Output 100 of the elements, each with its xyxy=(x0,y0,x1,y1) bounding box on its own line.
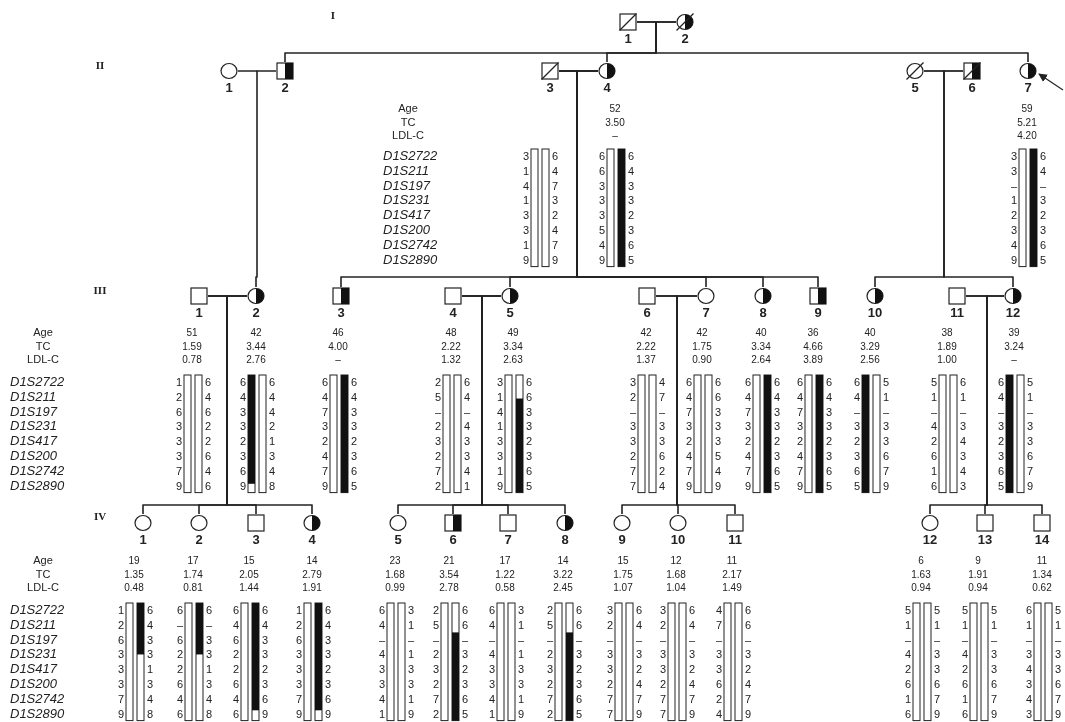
individual-number: 9 xyxy=(618,533,626,547)
allele-number: 3 xyxy=(488,678,495,690)
row-header: TC xyxy=(35,339,51,352)
descent-line xyxy=(481,295,566,515)
allele-number: 4 xyxy=(488,618,495,631)
allele-number: 4 xyxy=(269,464,276,477)
allele-number: 4 xyxy=(904,648,911,661)
allele-number: 4 xyxy=(321,390,328,403)
allele-number: 3 xyxy=(960,479,967,492)
marker-name: D1S200 xyxy=(10,677,57,691)
allele-number: 3 xyxy=(408,604,415,616)
allele-number: 2 xyxy=(552,209,559,222)
marker-name: D1S2722 xyxy=(10,375,65,389)
allele-number: 3 xyxy=(826,420,833,433)
phenotype-value: 42 xyxy=(250,327,262,339)
allele-number: 4 xyxy=(488,648,495,661)
phenotype-value: 9 xyxy=(975,555,981,567)
phenotype-value: 4.20 xyxy=(1017,130,1037,142)
allele-number: 3 xyxy=(883,420,890,433)
allele-number: 7 xyxy=(546,692,553,705)
phenotype-value: – xyxy=(335,354,341,366)
individual-number: 11 xyxy=(728,533,742,547)
allele-number: 3 xyxy=(606,604,613,616)
allele-number: 6 xyxy=(232,707,239,720)
allele-number: 2 xyxy=(321,435,328,448)
individual-number: 1 xyxy=(139,533,147,547)
allele-number: 2 xyxy=(689,663,696,676)
individual-number: 5 xyxy=(506,306,514,320)
allele-number: 3 xyxy=(934,663,941,676)
allele-number: 6 xyxy=(206,604,213,616)
allele-number: 2 xyxy=(744,435,751,448)
allele-number: 2 xyxy=(175,390,182,403)
allele-number: 3 xyxy=(960,420,967,433)
allele-number: 7 xyxy=(991,692,998,705)
allele-number: 6 xyxy=(239,464,246,477)
phenotype-value: 3.24 xyxy=(1004,340,1024,353)
allele-number: 9 xyxy=(715,479,722,492)
allele-number: 6 xyxy=(262,692,269,705)
allele-number: 7 xyxy=(552,179,559,192)
allele-number: 2 xyxy=(997,435,1004,448)
allele-number: – xyxy=(930,405,937,418)
phenotype-value: 1.91 xyxy=(968,568,988,581)
allele-number: 4 xyxy=(659,479,666,492)
allele-number: 3 xyxy=(464,450,471,462)
individual-number: 13 xyxy=(977,533,993,547)
phenotype-value: 3.22 xyxy=(553,568,573,581)
allele-number: 9 xyxy=(1010,253,1017,266)
allele-number: 4 xyxy=(522,179,529,192)
allele-number: 7 xyxy=(744,464,751,477)
allele-number: 3 xyxy=(629,376,636,388)
allele-number: 7 xyxy=(636,692,643,705)
allele-number: 3 xyxy=(408,663,415,676)
allele-number: 6 xyxy=(961,707,968,720)
phenotype-value: 0.62 xyxy=(1032,582,1052,594)
phenotype-value: 2.64 xyxy=(751,354,771,366)
allele-number: 8 xyxy=(206,707,213,720)
allele-number: – xyxy=(546,633,553,646)
allele-number: 7 xyxy=(629,479,636,492)
allele-number: – xyxy=(1010,179,1017,192)
allele-number: 3 xyxy=(239,405,246,418)
marker-name: D1S231 xyxy=(383,193,430,208)
phenotype-value: 2.78 xyxy=(439,582,459,594)
individual-number: 5 xyxy=(911,81,919,95)
allele-number: 2 xyxy=(961,663,968,676)
allele-number: 4 xyxy=(745,678,752,690)
phenotype-value: 0.78 xyxy=(182,354,202,366)
allele-number: – xyxy=(745,633,752,646)
allele-number: 4 xyxy=(826,390,833,403)
marker-name: D1S211 xyxy=(10,617,56,632)
allele-number: 4 xyxy=(464,420,471,433)
phenotype-value: 1.04 xyxy=(666,582,686,594)
allele-number: 3 xyxy=(1010,224,1017,236)
individual-number: 8 xyxy=(759,306,767,320)
allele-number: 3 xyxy=(321,420,328,433)
allele-number: – xyxy=(961,633,968,646)
allele-number: 2 xyxy=(659,618,666,631)
allele-number: 1 xyxy=(408,618,415,631)
marker-name: D1S2890 xyxy=(383,252,438,267)
allele-number: 2 xyxy=(432,707,439,720)
allele-number: 2 xyxy=(774,435,781,448)
allele-number: 6 xyxy=(205,479,212,492)
allele-number: 9 xyxy=(598,253,605,266)
allele-number: 4 xyxy=(744,450,751,462)
marker-name: D1S197 xyxy=(10,632,57,647)
allele-number: 5 xyxy=(434,390,441,403)
allele-number: 1 xyxy=(522,238,529,251)
allele-number: 4 xyxy=(689,678,696,690)
phenotype-value: 3.50 xyxy=(605,116,625,129)
allele-number: 3 xyxy=(997,420,1004,433)
allele-number: 4 xyxy=(378,648,385,661)
allele-number: 6 xyxy=(598,164,605,177)
allele-number: 1 xyxy=(117,604,124,616)
allele-number: 3 xyxy=(434,435,441,448)
allele-number: 1 xyxy=(518,648,525,661)
allele-number: 6 xyxy=(351,376,358,388)
allele-number: 1 xyxy=(269,435,276,448)
allele-number: 6 xyxy=(904,707,911,720)
allele-number: 3 xyxy=(546,663,553,676)
allele-number: 1 xyxy=(1025,618,1032,631)
allele-number: 6 xyxy=(262,604,269,616)
